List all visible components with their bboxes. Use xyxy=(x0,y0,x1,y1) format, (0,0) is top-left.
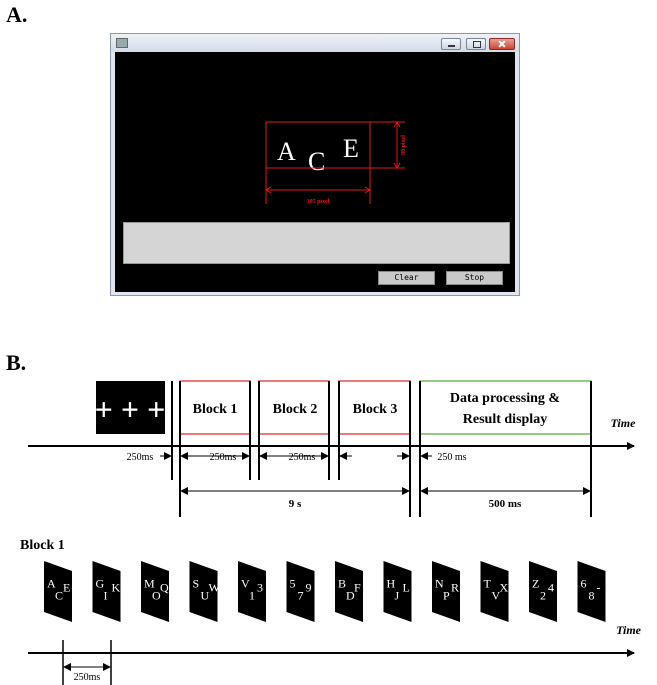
stimulus-card: Z24 xyxy=(529,561,557,622)
time-label: Time xyxy=(611,416,637,430)
interval-arrows xyxy=(160,452,591,495)
stimulus-card: SUW xyxy=(189,561,221,622)
stimulus-card: HJL xyxy=(383,561,412,622)
minimize-button[interactable] xyxy=(441,38,461,50)
stimulus-text: 68- xyxy=(581,577,601,603)
stimulus-interval-ticks xyxy=(62,640,112,685)
interval-label-3: 250ms xyxy=(289,452,316,463)
interval-label-result: 250 ms xyxy=(437,452,466,463)
letter-a: A xyxy=(277,137,296,166)
block-1-title: Block 1 xyxy=(20,538,65,553)
result-duration: 500 ms xyxy=(489,498,522,510)
block-3-label: Block 3 xyxy=(353,402,398,417)
fixation-cross-screen xyxy=(96,381,165,434)
stimulus-card: ACE xyxy=(44,561,72,622)
height-annotation: 90 pixel xyxy=(401,135,407,155)
block-2-label: Block 2 xyxy=(273,402,318,417)
result-line-1: Data processing & xyxy=(450,391,560,406)
stimulus-text: NPR xyxy=(435,577,459,603)
stimulus-card: TVX xyxy=(480,561,509,622)
panel-a-label: A. xyxy=(6,2,28,27)
block-1-label: Block 1 xyxy=(193,402,238,417)
close-button[interactable] xyxy=(489,38,515,50)
stimulus-card: 579 xyxy=(286,561,315,622)
measurement-overlay xyxy=(265,121,405,204)
stimulus-text: SUW xyxy=(193,577,221,603)
stimulus-text: GIK xyxy=(96,577,121,603)
result-line-2: Result display xyxy=(463,412,547,427)
window-titlebar xyxy=(111,34,519,52)
width-annotation: 105 pixel xyxy=(307,199,330,205)
stimulus-card: V13 xyxy=(238,561,266,622)
maximize-button[interactable] xyxy=(466,38,486,50)
stimulus-text: Z24 xyxy=(532,577,554,603)
stimulus-text: HJL xyxy=(387,577,410,603)
stimulus-text: TVX xyxy=(484,577,509,603)
stimulus-text: V13 xyxy=(241,577,263,603)
clear-button[interactable]: Clear xyxy=(378,271,435,285)
stimulus-text: BDF xyxy=(338,577,361,603)
stimulus-text: 579 xyxy=(290,577,312,603)
letter-c: C xyxy=(308,147,325,176)
speller-window: A C E 105 pixel 90 pixel Clear Sto xyxy=(110,33,520,296)
stimulus-card: 68- xyxy=(577,561,606,622)
letter-e: E xyxy=(343,134,359,163)
letter-display: A C E xyxy=(277,134,359,176)
panel-b-label: B. xyxy=(6,350,27,375)
stimulus-text: ACE xyxy=(47,577,70,603)
interval-label-2: 250ms xyxy=(210,452,237,463)
stimulus-card: GIK xyxy=(92,561,121,622)
result-textbox[interactable] xyxy=(123,222,510,264)
block-time-label: Time xyxy=(616,623,642,637)
stimulus-canvas: A C E 105 pixel 90 pixel Clear Sto xyxy=(115,52,515,292)
fixation-crosses: + + + xyxy=(95,391,166,427)
stop-button[interactable]: Stop xyxy=(446,271,503,285)
app-icon[interactable] xyxy=(116,38,128,48)
stimulus-interval-label: 250ms xyxy=(74,672,101,683)
stimulus-card: BDF xyxy=(335,561,363,622)
interval-label-1: 250ms xyxy=(127,452,154,463)
total-blocks-duration: 9 s xyxy=(289,498,302,510)
stimulus-card: NPR xyxy=(432,561,460,622)
